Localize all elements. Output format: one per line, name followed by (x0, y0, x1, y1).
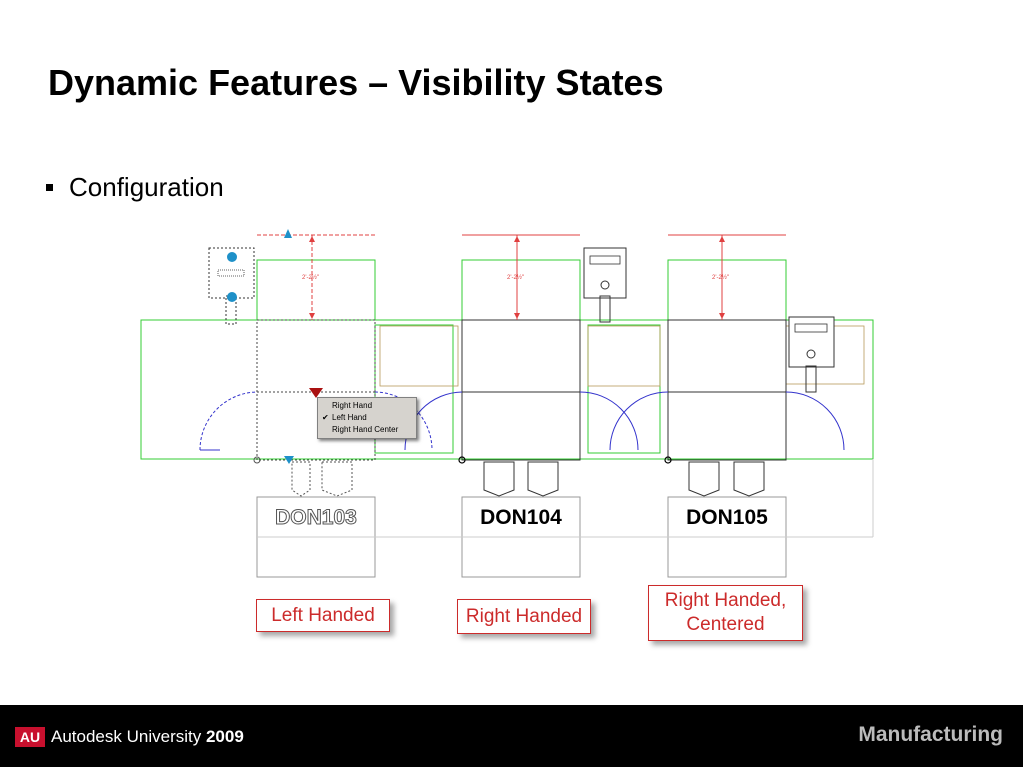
block2-body (461, 319, 581, 461)
footer-track: Manufacturing (858, 723, 1003, 746)
label-right-handed-centered: Right Handed, Centered (648, 585, 803, 641)
fixture-3a (688, 461, 720, 497)
label-text: Right Handed (465, 605, 583, 627)
dim-text-2: 2'-2½" (507, 274, 524, 281)
dispenser-1-grill (217, 269, 245, 277)
door-swing-left-2 (404, 391, 463, 451)
label-text: Left Handed (271, 604, 375, 626)
grip-arrow-top (284, 229, 292, 238)
dim-arrow-1 (309, 236, 315, 242)
dispenser-2-arm (599, 295, 611, 323)
bullet-square-icon (46, 184, 53, 191)
visibility-context-menu: Right Hand ✔Left Hand Right Hand Center (317, 397, 417, 439)
dim-arrow-4 (309, 313, 315, 319)
fixture-3b (733, 461, 765, 497)
dispenser-2-knob (600, 280, 610, 290)
door-swing-right-3 (785, 391, 845, 451)
door-swing-left-3 (609, 391, 669, 451)
dim-arrow-5 (514, 313, 520, 319)
dispenser-2-label (589, 255, 621, 265)
dim-arrow-3 (719, 236, 725, 242)
cad-drawing: 2'-2½" 2'-2½" 2'-2½" DON103 DON104 DON10… (140, 229, 874, 578)
upper-green-box-3 (667, 259, 787, 321)
label-right-handed: Right Handed (457, 599, 591, 634)
dispenser-2-box (583, 247, 627, 299)
inner-green-2 (587, 324, 661, 454)
menu-item-label: Right Hand Center (332, 425, 399, 434)
menu-item-label: Left Hand (332, 413, 367, 422)
tag-don105: DON105 (686, 506, 768, 529)
door-swing-right-1 (374, 391, 433, 451)
upper-green-box-2 (461, 259, 581, 321)
menu-item-right-hand-center[interactable]: Right Hand Center (318, 424, 416, 436)
dispenser-3-label (794, 323, 828, 333)
fixture-2a (483, 461, 515, 497)
node-marker-2 (664, 456, 672, 464)
room-outline (140, 319, 874, 460)
footer-brand: Autodesk University 2009 (51, 727, 244, 747)
grip-dot-1 (227, 252, 237, 262)
label-text-line2: Centered (686, 614, 765, 635)
tan-box-1 (379, 325, 459, 387)
dim-text-3: 2'-2½" (712, 274, 729, 281)
visibility-grip-icon (309, 388, 323, 398)
door-swing-right-2 (579, 391, 639, 451)
fixture-1b (321, 461, 353, 497)
au-logo: AU (15, 727, 45, 747)
dim-arrow-2 (514, 236, 520, 242)
fixture-2b (527, 461, 559, 497)
label-text-line1: Right Handed, (664, 590, 787, 611)
grip-dot-2 (227, 292, 237, 302)
inner-green-1 (374, 324, 454, 454)
slide-title: Dynamic Features – Visibility States (48, 62, 664, 103)
checkmark-icon: ✔ (322, 413, 329, 422)
menu-item-left-hand[interactable]: ✔Left Hand (318, 412, 416, 424)
tag-don104: DON104 (480, 506, 562, 529)
label-left-handed: Left Handed (256, 599, 390, 632)
brand-name: Autodesk University (51, 727, 202, 746)
bullet-configuration: Configuration (46, 172, 224, 203)
brand-year: 2009 (205, 727, 244, 746)
dim-text-1: 2'-2½" (302, 274, 319, 281)
dispenser-3-arm (805, 365, 817, 393)
upper-green-box-1 (256, 259, 376, 321)
menu-item-right-hand[interactable]: Right Hand (318, 400, 416, 412)
bullet-text: Configuration (69, 172, 224, 202)
door-swing-left-1 (199, 391, 258, 451)
dim-arrow-6 (719, 313, 725, 319)
node-marker-1 (458, 456, 466, 464)
grip-arrow-bottom (284, 456, 294, 464)
fixture-1a (291, 461, 311, 497)
block3-body (667, 319, 787, 461)
tan-box-2 (587, 325, 661, 387)
menu-item-label: Right Hand (332, 401, 373, 410)
footer-bar: AU Autodesk University 2009 Manufacturin… (0, 705, 1023, 767)
tag-don103: DON103 (275, 506, 357, 529)
block1-body (256, 319, 376, 461)
node-marker-0 (253, 456, 261, 464)
dispenser-3-knob (806, 349, 816, 359)
